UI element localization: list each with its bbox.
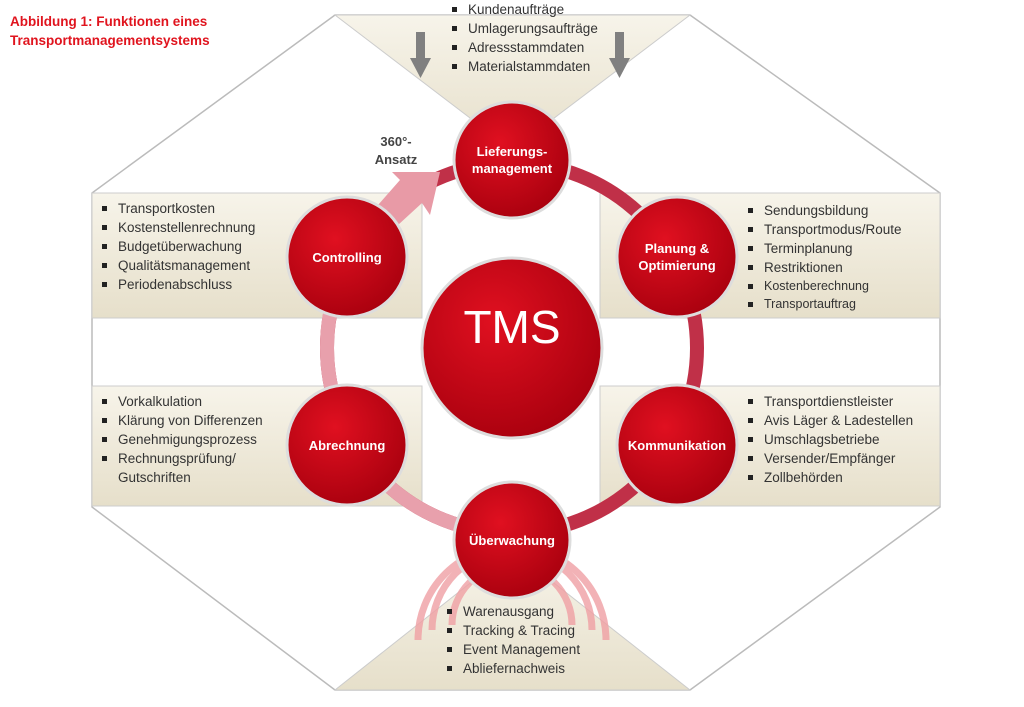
list-item: Sendungsbildung: [746, 201, 902, 220]
list-item: Warenausgang: [445, 602, 580, 621]
list-item: Transportkosten: [100, 199, 255, 218]
list-item: Transportauftrag: [746, 295, 902, 313]
list-item: Gutschriften: [118, 470, 191, 485]
list-item: Adressstammdaten: [450, 38, 598, 57]
360-arrow-icon: [378, 172, 440, 225]
list-item: Tracking & Tracing: [445, 621, 580, 640]
tms-circle: [420, 256, 604, 440]
node-kommunikation: Kommunikation: [627, 437, 727, 453]
node-circles: [285, 100, 739, 600]
node-ueberwachung: Überwachung: [469, 532, 555, 548]
node-lieferungsmanagement: Lieferungs- management: [471, 144, 553, 176]
list-item: Budgetüberwachung: [100, 237, 255, 256]
cycle-label: 360°- Ansatz: [366, 133, 426, 169]
title-line: Abbildung 1: Funktionen eines: [10, 14, 208, 29]
node-abrechnung: Abrechnung: [308, 437, 386, 453]
tms-label: TMS: [463, 301, 561, 353]
node-controlling: Controlling: [312, 249, 382, 265]
list-item: Terminplanung: [746, 239, 902, 258]
list-item: Avis Läger & Ladestellen: [746, 411, 913, 430]
list-item: Materialstammdaten: [450, 57, 598, 76]
list-item: Abliefernachweis: [445, 659, 580, 678]
list-item: Transportdienstleister: [746, 392, 913, 411]
cycle-label-line: 360°-: [380, 134, 412, 149]
list-item: Rechnungsprüfung/: [100, 449, 263, 468]
list-item: Event Management: [445, 640, 580, 659]
node-planung: Planung & Optimierung: [638, 241, 716, 273]
down-arrow-icon: [609, 32, 630, 78]
down-arrow-icon: [410, 32, 431, 78]
list-item: Kostenstellenrechnung: [100, 218, 255, 237]
list-item: Qualitätsmanagement: [100, 256, 255, 275]
cycle-label-line: Ansatz: [374, 152, 418, 167]
list-item: Transportmodus/Route: [746, 220, 902, 239]
list-item: Klärung von Differenzen: [100, 411, 263, 430]
list-item: Umlagerungsaufträge: [450, 19, 598, 38]
list-item: Restriktionen: [746, 258, 902, 277]
list-item: Umschlagsbetriebe: [746, 430, 913, 449]
list-item: Kundenaufträge: [450, 0, 598, 19]
list-item: Genehmigungsprozess: [100, 430, 263, 449]
figure-title: Abbildung 1: Funktionen eines Transportm…: [10, 12, 210, 50]
list-item: Zollbehörden: [746, 468, 913, 487]
list-item: Periodenabschluss: [100, 275, 255, 294]
list-item: Kostenberechnung: [746, 277, 902, 295]
list-item: Vorkalkulation: [100, 392, 263, 411]
list-item: Versender/Empfänger: [746, 449, 913, 468]
title-line: Transportmanagementsystems: [10, 33, 210, 48]
